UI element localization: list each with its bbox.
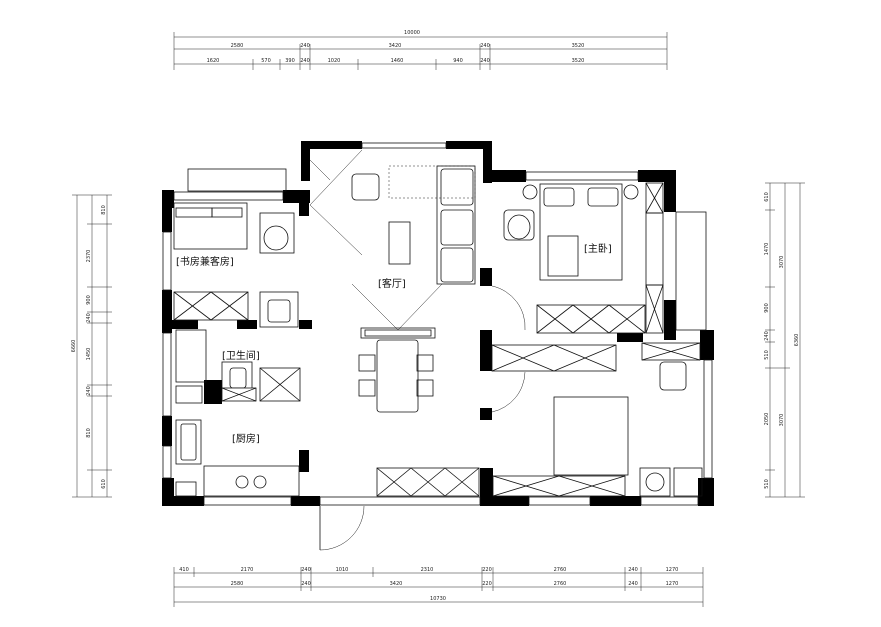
dim-top-r3-1: 1620 [207, 58, 220, 64]
dim-bot-r1-2: 2170 [241, 567, 254, 573]
dim-bot-r1-7: 2760 [554, 567, 567, 573]
right-dimension-lines: 610 1470 900 240 510 2050 510 3070 3070 … [764, 182, 805, 498]
room-label-kitchen: [厨房] [232, 432, 260, 445]
dim-right-1: 610 [764, 192, 770, 202]
dim-left-5: 1450 [86, 348, 92, 361]
dim-bot-r1-9: 1270 [666, 567, 679, 573]
dim-top-r3-2: 570 [261, 58, 271, 64]
dim-bot-total: 10730 [430, 596, 446, 602]
dim-right-6: 2050 [764, 413, 770, 426]
dim-top-r3-6: 1460 [391, 58, 404, 64]
dim-bot-r1-5: 2310 [421, 567, 434, 573]
dim-top-r3-9: 3520 [572, 58, 585, 64]
room-label-master: [主卧] [584, 242, 612, 255]
dim-right-4: 240 [764, 331, 770, 341]
dim-top-r3-3: 390 [285, 58, 295, 64]
dim-left-2: 2370 [86, 250, 92, 263]
dim-top-r3-8: 240 [480, 58, 490, 64]
dim-left-1: 810 [101, 205, 107, 215]
dim-right-3: 900 [764, 303, 770, 313]
dim-left-4: 240 [86, 313, 92, 323]
dim-left-7: 810 [86, 428, 92, 438]
dim-right-8: 3070 [779, 256, 785, 269]
dim-bot-r2-7: 1270 [666, 581, 679, 587]
room-label-bath: [卫生间] [222, 349, 260, 362]
dim-bot-r1-3: 240 [301, 567, 311, 573]
dim-bot-r2-2: 240 [301, 581, 311, 587]
dim-top-r3-7: 940 [453, 58, 463, 64]
dim-bot-r1-1: 410 [179, 567, 189, 573]
dim-bot-r2-5: 2760 [554, 581, 567, 587]
dim-left-3: 900 [86, 295, 92, 305]
dim-top-total: 10000 [404, 30, 420, 36]
bottom-dimension-lines: 410 2170 240 1010 2310 220 2760 240 1270… [173, 567, 704, 607]
dim-left-6: 240 [86, 386, 92, 396]
walls [162, 141, 714, 506]
dim-bot-r1-4: 1010 [336, 567, 349, 573]
dim-top-r3-5: 1020 [328, 58, 341, 64]
dim-bot-r1-8: 240 [628, 567, 638, 573]
dim-right-total: 6360 [794, 334, 800, 347]
dim-top-r2-2: 240 [300, 43, 310, 49]
dim-right-7: 510 [764, 479, 770, 489]
dim-top-r2-1: 2580 [231, 43, 244, 49]
dim-bot-r1-6: 220 [482, 567, 492, 573]
furniture [173, 149, 703, 551]
room-labels: [书房兼客房] [客厅] [主卧] [卫生间] [厨房] [176, 242, 612, 445]
left-dimension-lines: 6660 810 2370 900 240 1450 240 810 610 [71, 194, 112, 498]
dim-top-r2-3: 3420 [389, 43, 402, 49]
top-dimension-lines: 10000 2580 240 3420 240 3520 1620 570 39… [173, 30, 668, 70]
dim-bot-r2-6: 240 [628, 581, 638, 587]
dim-right-9: 3070 [779, 414, 785, 427]
dim-right-2: 1470 [764, 243, 770, 256]
dim-bot-r2-3: 3420 [390, 581, 403, 587]
dim-bot-r2-4: 220 [482, 581, 492, 587]
dim-top-r3-4: 240 [300, 58, 310, 64]
dim-top-r2-5: 3520 [572, 43, 585, 49]
dim-left-total: 6660 [71, 340, 77, 353]
dim-left-8: 610 [101, 479, 107, 489]
dim-bot-r2-1: 2580 [231, 581, 244, 587]
room-label-living: [客厅] [378, 277, 406, 290]
dim-right-5: 510 [764, 350, 770, 360]
room-label-study: [书房兼客房] [176, 255, 234, 268]
dim-top-r2-4: 240 [480, 43, 490, 49]
